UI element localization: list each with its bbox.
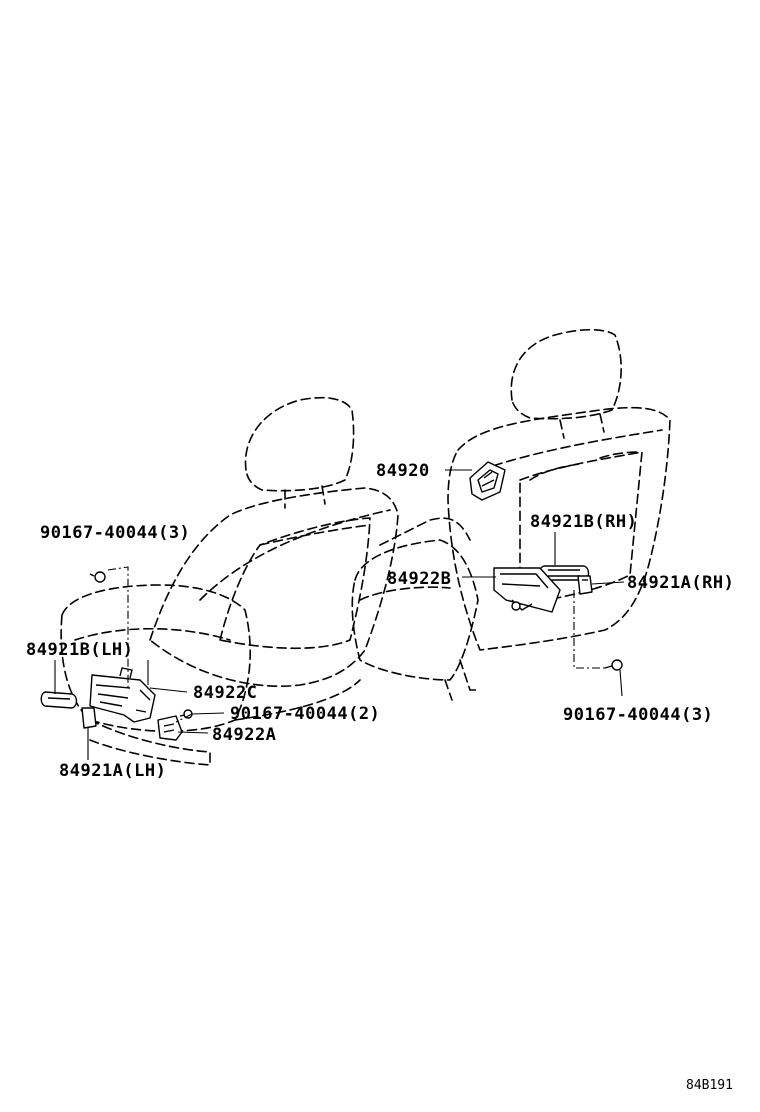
callout-84921a-rh: 84921A(RH) xyxy=(627,573,734,593)
right-seat-outline xyxy=(351,328,671,701)
callout-screw-lh-mid: 90167-40044(2) xyxy=(230,704,380,724)
callout-84921a-lh: 84921A(LH) xyxy=(59,761,166,781)
part-84921a-lh-knob xyxy=(81,707,97,729)
callout-screw-lh-top: 90167-40044(3) xyxy=(40,523,190,543)
part-screw-rh xyxy=(604,659,623,671)
callout-84920: 84920 xyxy=(376,461,430,481)
leader-lines xyxy=(54,469,625,760)
part-84922c-switch-assembly xyxy=(89,667,156,723)
diagram-reference-code: 84B191 xyxy=(686,1078,733,1093)
part-84922b-switch-assembly xyxy=(493,567,561,613)
part-84921a-rh-knob xyxy=(577,575,593,595)
callout-84922a: 84922A xyxy=(212,725,276,745)
part-84920-switch xyxy=(469,461,506,501)
part-screw-lh-top xyxy=(89,571,106,583)
callout-84922c: 84922C xyxy=(193,683,257,703)
part-84922a-switch xyxy=(157,715,183,741)
callout-84921b-lh: 84921B(LH) xyxy=(26,640,133,660)
callout-84921b-rh: 84921B(RH) xyxy=(530,512,637,532)
callout-screw-rh: 90167-40044(3) xyxy=(563,705,713,725)
part-84921b-lh-knob xyxy=(40,691,78,709)
callout-84922b: 84922B xyxy=(387,569,451,589)
left-seat-outline xyxy=(60,396,399,766)
part-screw-lh-mid xyxy=(179,709,193,719)
